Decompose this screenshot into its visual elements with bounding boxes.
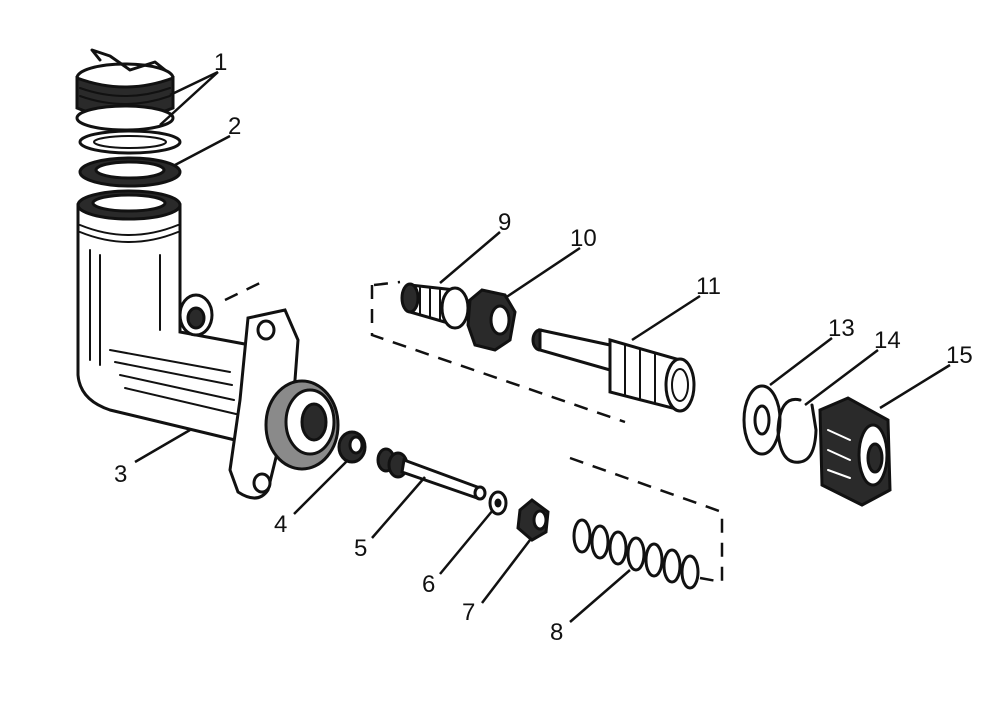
callout-2: 2 (228, 113, 241, 140)
callout-15: 15 (946, 342, 973, 369)
part-1-seal-disc (78, 129, 182, 155)
part-14-circlip (776, 397, 818, 464)
part-10-nut (466, 288, 517, 352)
callout-13: 13 (828, 315, 855, 342)
part-9-cup (400, 282, 470, 330)
callout-11: 11 (696, 273, 721, 300)
part-13-washer-ring (742, 384, 782, 456)
part-3-cylinder-body (76, 189, 340, 500)
part-11-piston (531, 328, 696, 413)
callout-9: 9 (498, 209, 511, 236)
callout-14: 14 (874, 327, 901, 354)
part-6-washer (488, 490, 508, 516)
part-4-small-seal (337, 430, 367, 464)
part-15-end-cap (818, 396, 892, 507)
assembly-guides (224, 280, 724, 584)
callout-labels: 1 2 3 4 5 6 7 8 9 10 11 13 14 15 (114, 49, 973, 646)
callout-3: 3 (114, 461, 127, 488)
callout-8: 8 (550, 619, 563, 646)
part-1-reservoir-cap (75, 48, 175, 132)
part-5-valve-stem (376, 447, 487, 501)
callout-6: 6 (422, 571, 435, 598)
callout-10: 10 (570, 225, 597, 252)
callout-5: 5 (354, 535, 367, 562)
part-7-spring-seat (516, 498, 550, 542)
callout-4: 4 (274, 511, 287, 538)
part-2-gasket-ring (78, 156, 182, 188)
leader-lines (134, 70, 951, 623)
callout-7: 7 (462, 599, 475, 626)
part-8-spring (572, 518, 700, 590)
callout-1: 1 (214, 49, 227, 76)
